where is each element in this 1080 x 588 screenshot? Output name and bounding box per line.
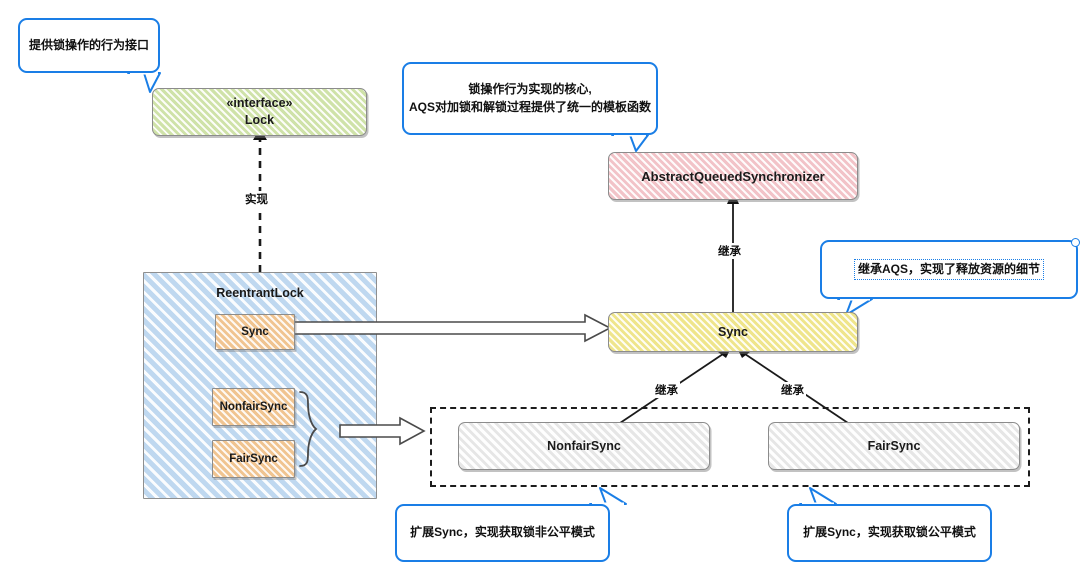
member-sync-label: Sync [241, 326, 269, 338]
member-nonfairsync-label: NonfairSync [219, 401, 288, 413]
node-reentrant-lock-member-fairsync[interactable]: FairSync [212, 440, 295, 478]
node-sync-aqs-subclass[interactable]: Sync [608, 312, 858, 352]
node-abstract-queued-synchronizer[interactable]: AbstractQueuedSynchronizer [608, 152, 858, 200]
callout-aqs-note-line1: 锁操作行为实现的核心, [468, 82, 592, 97]
node-fair-sync[interactable]: FairSync [768, 422, 1020, 470]
sync-outer-name: Sync [718, 325, 748, 339]
callout-nonfair-note-text: 扩展Sync，实现获取锁非公平模式 [410, 525, 595, 540]
edge-label-implements: 实现 [243, 191, 270, 207]
node-nonfair-sync[interactable]: NonfairSync [458, 422, 710, 470]
block-arrow-sync [291, 313, 612, 343]
node-reentrant-lock-member-nonfairsync[interactable]: NonfairSync [212, 388, 295, 426]
lock-name: Lock [244, 113, 275, 127]
callout-sync-note[interactable]: 继承AQS，实现了释放资源的细节 [820, 238, 1080, 299]
node-reentrant-lock-member-sync[interactable]: Sync [215, 314, 295, 350]
node-lock-interface[interactable]: «interface» Lock [152, 88, 367, 136]
nonfair-sync-name: NonfairSync [547, 439, 621, 453]
edge-label-extends-sync-right: 继承 [779, 382, 806, 398]
callout-fair-note[interactable]: 扩展Sync，实现获取锁公平模式 [787, 504, 992, 562]
callout-aqs-note[interactable]: 锁操作行为实现的核心, AQS对加锁和解锁过程提供了统一的模板函数 [402, 62, 658, 135]
callout-lock-note-text: 提供锁操作的行为接口 [28, 37, 149, 52]
callout-aqs-note-line2: AQS对加锁和解锁过程提供了统一的模板函数 [408, 99, 651, 114]
callout-tail-aqs-note [611, 133, 649, 152]
edge-label-extends-aqs: 继承 [716, 243, 743, 259]
lock-stereotype: «interface» [226, 96, 293, 111]
callout-sync-note-text: 继承AQS，实现了释放资源的细节 [853, 258, 1044, 281]
subclass-group-container [430, 407, 1030, 487]
callout-lock-note[interactable]: 提供锁操作的行为接口 [18, 18, 160, 73]
edge-label-extends-sync-left: 继承 [653, 382, 680, 398]
callout-tail-lock-note [127, 71, 161, 93]
reentrant-lock-title: ReentrantLock [216, 286, 304, 300]
member-fairsync-label: FairSync [229, 453, 278, 465]
callout-fair-note-text: 扩展Sync，实现获取锁公平模式 [803, 525, 976, 540]
resize-handle-icon[interactable] [1071, 238, 1080, 247]
callout-tail-fair-note [799, 487, 837, 506]
callout-tail-nonfair-note [589, 487, 627, 506]
fair-sync-name: FairSync [867, 439, 921, 453]
callout-nonfair-note[interactable]: 扩展Sync，实现获取锁非公平模式 [395, 504, 610, 562]
brace-group [299, 391, 318, 467]
block-arrow-subclasses [339, 416, 426, 446]
aqs-name: AbstractQueuedSynchronizer [641, 168, 825, 184]
